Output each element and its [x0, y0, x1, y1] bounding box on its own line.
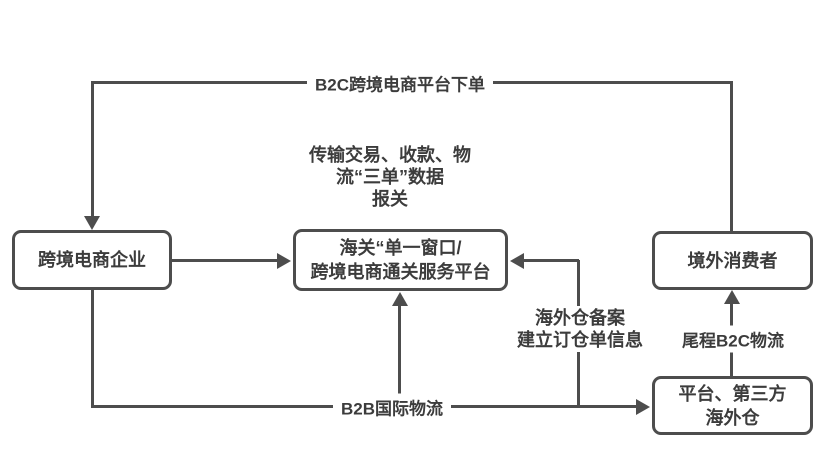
edge-enterprise-down-vertical [91, 290, 94, 408]
arrowhead-into-warehouse-left [636, 399, 650, 415]
annotation-three-orders-line2: 流“三单”数据 [336, 167, 444, 187]
edge-b2b-to-customs-vertical [398, 306, 401, 407]
edge-enterprise-to-customs [172, 259, 278, 262]
warehouse-filing-line2: 建立订仓单信息 [517, 330, 643, 350]
edge-label-warehouse-filing: 海外仓备案 建立订仓单信息 [509, 306, 651, 352]
annotation-three-orders-data: 传输交易、收款、物 流“三单”数据 报关 [301, 143, 479, 211]
edge-label-last-mile: 尾程B2C物流 [673, 325, 793, 353]
arrowhead-into-enterprise [84, 216, 100, 230]
arrowhead-into-customs-bottom [392, 292, 408, 306]
warehouse-filing-line1: 海外仓备案 [535, 308, 625, 328]
node-customs-platform: 海关“单一窗口/ 跨境电商通关服务平台 [293, 229, 508, 291]
node-customs-line1: 海关“单一窗口/ [339, 238, 462, 258]
node-overseas-consumer-label: 境外消费者 [687, 250, 778, 271]
arrowhead-into-consumer-bottom [724, 290, 740, 304]
node-overseas-consumer: 境外消费者 [652, 231, 813, 290]
annotation-three-orders-line1: 传输交易、收款、物 [309, 145, 471, 165]
node-overseas-warehouse-line1: 平台、第三方 [678, 383, 787, 404]
node-enterprise: 跨境电商企业 [12, 230, 172, 290]
arrowhead-into-customs-left [277, 253, 291, 269]
arrowhead-into-customs-right [510, 253, 524, 269]
node-customs-line2: 跨境电商通关服务平台 [310, 262, 491, 282]
edge-b2c-order-left-vertical [91, 81, 94, 217]
edge-b2c-order-right-vertical [730, 81, 733, 231]
edge-label-b2b-logistics: B2B国际物流 [332, 393, 452, 421]
edge-label-b2c-order: B2C跨境电商平台下单 [306, 69, 494, 97]
node-overseas-warehouse: 平台、第三方 海外仓 [652, 376, 813, 435]
edge-warehouse-filing-horizontal [523, 259, 579, 262]
node-enterprise-label: 跨境电商企业 [38, 250, 146, 270]
node-overseas-warehouse-line2: 海外仓 [705, 407, 760, 428]
annotation-three-orders-line3: 报关 [372, 189, 408, 209]
